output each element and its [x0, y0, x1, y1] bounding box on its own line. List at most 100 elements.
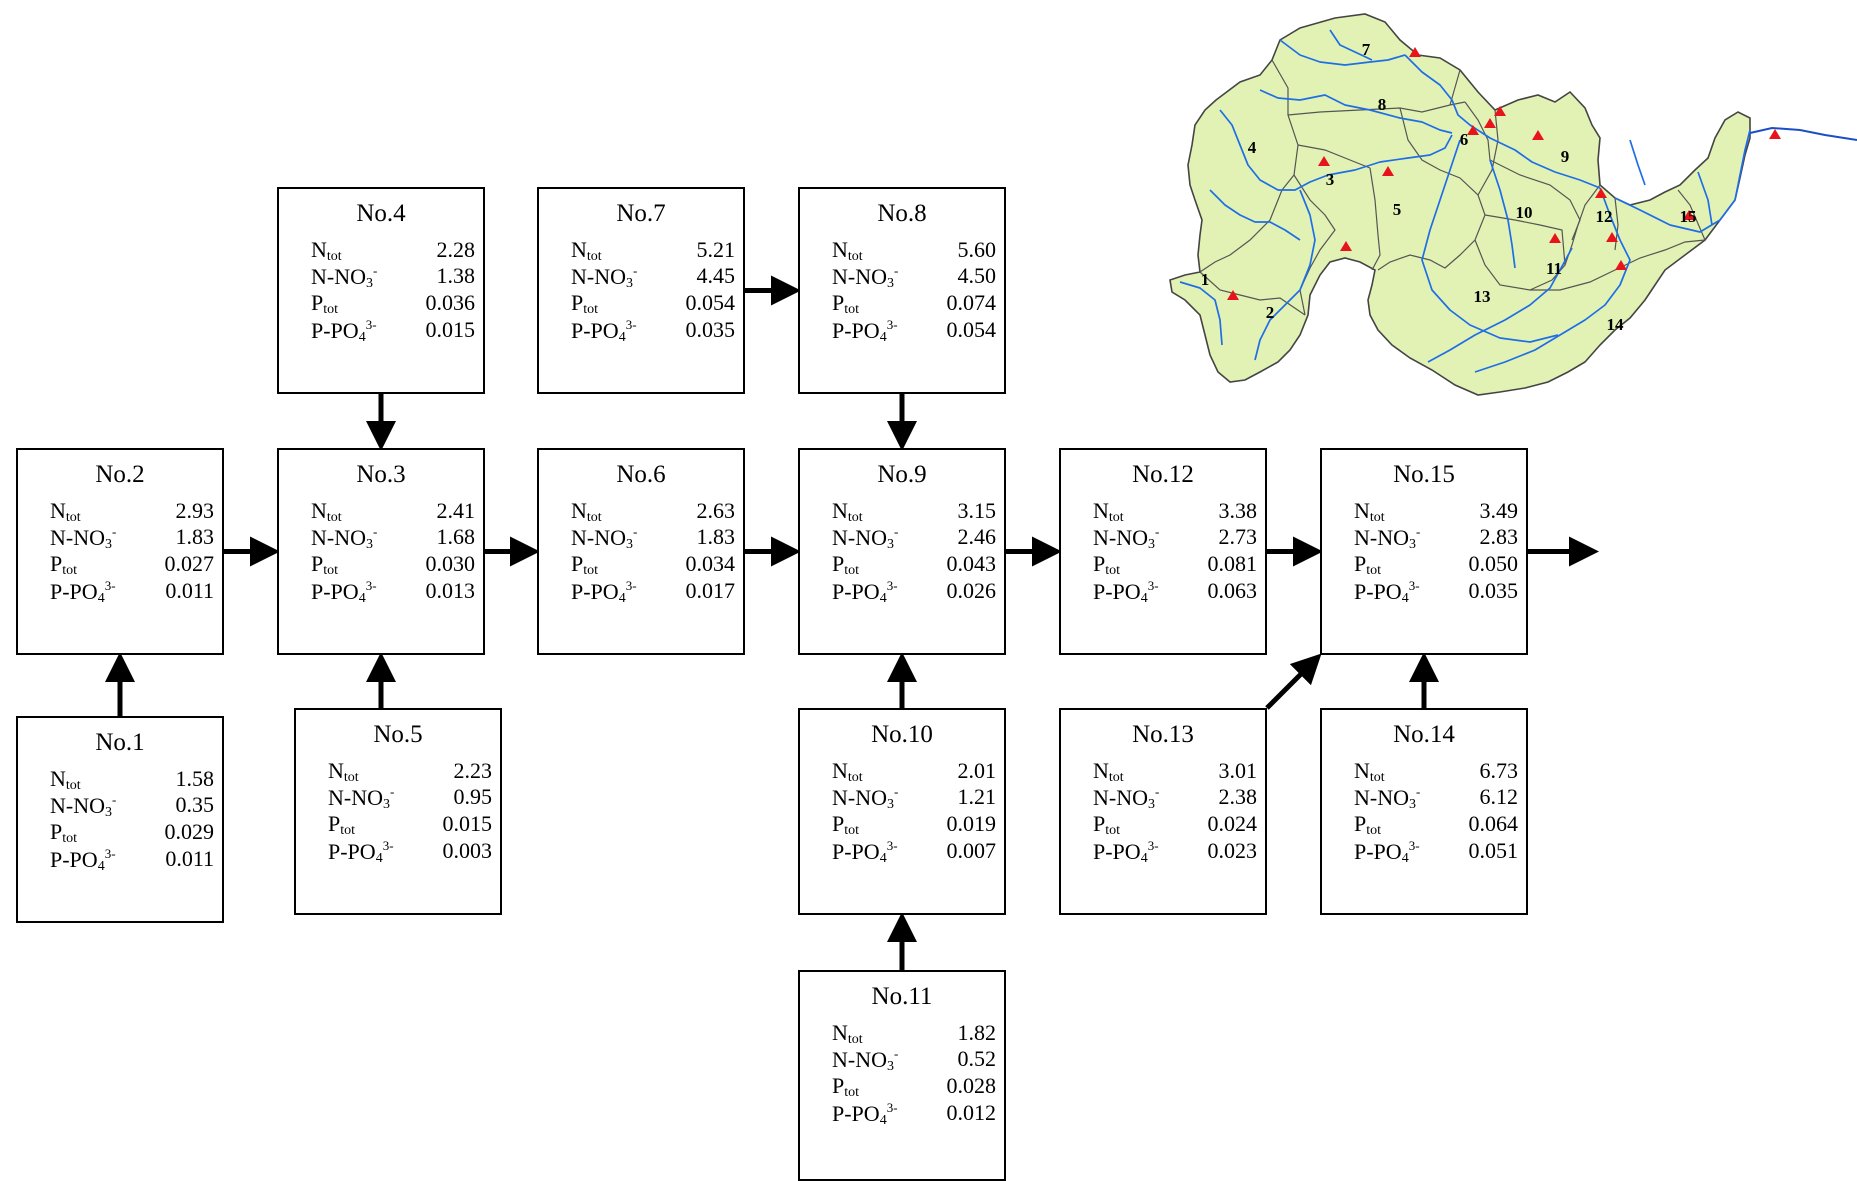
row-nno3: N-NO3-2.38 [1093, 784, 1257, 812]
row-nno3: N-NO3-1.83 [571, 524, 735, 552]
param-label-ppo4: P-PO43- [311, 317, 377, 345]
node-title: No.1 [95, 729, 145, 756]
station-marker [1532, 130, 1544, 140]
row-ppo4: P-PO43-0.035 [1354, 578, 1518, 606]
param-value-ppo4: 0.013 [425, 578, 476, 603]
row-nno3: N-NO3- 1.21 [832, 784, 997, 812]
node-title: No.14 [1393, 721, 1455, 748]
param-label-ntot: Ntot [571, 237, 602, 264]
row-ppo4: P-PO43-0.054 [832, 317, 996, 345]
param-value-ppo4: 0.063 [1207, 578, 1258, 603]
param-label-ppo4: P-PO43- [311, 578, 377, 606]
param-label-ntot: Ntot [50, 498, 81, 525]
subbasin-label-12: 12 [1596, 207, 1613, 226]
row-nno3: N-NO3-0.52 [832, 1046, 996, 1074]
param-value-ptot: 0.043 [946, 551, 997, 576]
basin-polygon [1169, 13, 1751, 396]
subbasin-label-2: 2 [1266, 303, 1275, 322]
param-value-ppo4: 0.003 [442, 838, 493, 863]
param-value-ntot: 2.41 [436, 498, 476, 523]
param-value-ptot: 0.029 [164, 819, 215, 844]
param-value-ptot: 0.024 [1207, 811, 1258, 836]
station-marker [1683, 210, 1695, 220]
row-ntot: Ntot 1.58 [50, 766, 214, 793]
subbasin-label-5: 5 [1393, 200, 1402, 219]
station-marker [1382, 166, 1394, 176]
param-label-ntot: Ntot [832, 758, 863, 785]
param-value-ptot: 0.074 [946, 290, 997, 315]
subbasin-label-13: 13 [1474, 287, 1491, 306]
flow-arrow-13-15 [1265, 653, 1322, 710]
param-value-ptot: 0.054 [685, 290, 736, 315]
param-label-ptot: Ptot [1093, 551, 1121, 578]
param-label-nno3: N-NO3- [311, 524, 378, 552]
param-label-ppo4: P-PO43- [50, 846, 116, 874]
row-nno3: N-NO3-1.38 [311, 263, 475, 291]
param-value-ntot: 3.01 [1218, 758, 1258, 783]
param-value-ptot: 0.015 [442, 811, 493, 836]
param-value-ntot: 1.82 [957, 1020, 997, 1045]
param-label-ppo4: P-PO43- [1093, 578, 1159, 606]
subbasin-label-6: 6 [1460, 130, 1469, 149]
row-ppo4: P-PO43-0.023 [1093, 838, 1257, 866]
node-title: No.7 [616, 200, 666, 227]
param-value-ntot: 2.01 [957, 758, 997, 783]
param-value-ppo4: 0.017 [685, 578, 736, 603]
station-marker [1606, 232, 1618, 242]
row-ppo4: P-PO43- 0.013 [311, 578, 476, 606]
row-ppo4: P-PO43-0.003 [328, 838, 493, 866]
row-ppo4: P-PO43-0.011 [50, 578, 214, 606]
monitoring-stations [1227, 47, 1781, 300]
node-title: No.3 [356, 461, 406, 488]
row-nno3: N-NO3-2.73 [1093, 524, 1257, 552]
outlet-river [1749, 126, 1857, 141]
row-nno3: N-NO3-2.46 [832, 524, 996, 552]
param-label-nno3: N-NO3- [832, 524, 899, 552]
param-label-ntot: Ntot [1354, 498, 1385, 525]
node-title: No.13 [1132, 721, 1194, 748]
subbasin-label-15: 15 [1680, 207, 1697, 226]
node-title: No.4 [356, 200, 406, 227]
node-title: No.12 [1132, 461, 1194, 488]
param-label-nno3: N-NO3- [571, 524, 638, 552]
param-label-ntot: Ntot [50, 766, 81, 793]
param-label-ptot: Ptot [1354, 551, 1382, 578]
param-value-ntot: 6.73 [1479, 758, 1519, 783]
param-label-ntot: Ntot [571, 498, 602, 525]
param-label-nno3: N-NO3- [311, 263, 378, 291]
param-label-ntot: Ntot [1093, 758, 1124, 785]
param-value-nno3: 1.21 [957, 784, 997, 809]
station-marker [1595, 188, 1607, 198]
param-value-ptot: 0.027 [164, 551, 215, 576]
param-value-ntot: 1.58 [175, 766, 215, 791]
param-label-nno3: N-NO3- [832, 784, 899, 812]
param-label-ppo4: P-PO43- [832, 838, 898, 866]
row-nno3: N-NO3-0.95 [328, 784, 492, 812]
param-label-ptot: Ptot [832, 811, 860, 838]
param-value-ppo4: 0.051 [1468, 838, 1519, 863]
param-label-ppo4: P-PO43- [1354, 578, 1420, 606]
row-ppo4: P-PO43-0.017 [571, 578, 736, 606]
param-label-ntot: Ntot [832, 1020, 863, 1047]
param-value-ntot: 2.23 [453, 758, 493, 783]
param-value-ptot: 0.028 [946, 1073, 997, 1098]
station-marker [1318, 156, 1330, 166]
param-label-nno3: N-NO3- [50, 792, 117, 820]
param-label-nno3: N-NO3- [571, 263, 638, 291]
